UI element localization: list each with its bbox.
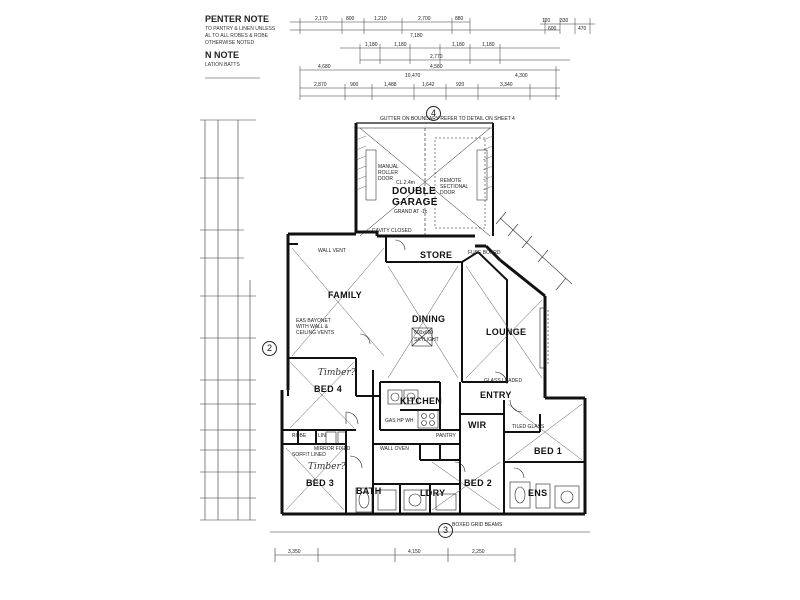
remote-sectional-door: REMOTE SECTIONAL DOOR [440,178,469,196]
carpenter-note-line1: TO PANTRY & LINEN UNLESS [205,26,276,32]
dim-top-r2-4: 1,180 [482,42,495,48]
grid-marker-bottom: 3 [438,523,453,538]
handwritten-note-bed3: Timber? [308,462,346,472]
room-garage: GARAGE [392,197,438,208]
dim-right-4: 470 [578,26,587,32]
dim-bottom-3: 2,250 [472,549,485,555]
dim-right-1: 120 [542,18,551,24]
dim-top-r3-mid: 2,770 [430,54,443,60]
wall-vent: WALL VENT [318,248,346,254]
fixtures [325,307,580,513]
room-ldry: LDRY [420,488,446,498]
dim-top-total-3: 4,300 [515,73,528,79]
fuse-board: FUSE BOARD [468,250,501,256]
dim-top-r3-right: 4,580 [430,64,443,70]
manual-roller-door: MANUAL ROLLER DOOR [378,164,399,182]
tiled-glass: TILED GLASS [512,424,545,430]
dim-top-r3-left: 4,680 [318,64,331,70]
dim-top-3: 1,210 [374,16,387,22]
dim-top-total-2: 10,470 [405,73,421,79]
dim-top-r2-1: 1,180 [365,42,378,48]
room-bed3: BED 3 [306,478,335,488]
room-bed4: BED 4 [314,384,343,394]
garage-ceiling: CL.2.4m [396,180,415,186]
room-family: FAMILY [328,290,362,300]
dim-top-r4-6: 3,340 [500,82,513,88]
room-store: STORE [420,250,453,260]
linen: LIN [318,433,326,439]
dim-bottom-2: 4,150 [408,549,421,555]
glass-leaded: GLASS LEADED [484,378,523,384]
handwritten-note-bed4: Timber? [318,368,356,378]
gutter-note: GUTTER ON BOUNDARY REFER TO DETAIL ON SH… [380,116,515,122]
dim-bottom-1: 3,350 [288,549,301,555]
ceiling-diagonals [285,247,583,511]
angled-dimension [495,211,573,291]
dim-top-r2-3: 1,180 [452,42,465,48]
bayonet-note: EAS BAYONET WITH WALL & CEILING VENTS [296,318,335,336]
house-outer-walls [280,232,587,516]
room-kitchen: KITCHEN [400,396,443,406]
garage-walls [354,122,494,237]
garage-grand: GRAND AT -1c [394,209,428,215]
room-wir: WIR [468,420,487,430]
carpenter-note-title: PENTER NOTE [205,14,270,24]
gas-hp-wh: GAS HP WH [385,418,414,424]
wall-oven: WALL OVEN [380,446,409,452]
door-swings [345,239,525,479]
dim-top-r2-2: 1,180 [394,42,407,48]
soffit-lined: SOFFIT LINED [292,452,326,458]
dim-top-r4-1: 2,870 [314,82,327,88]
room-dining: DINING [412,314,446,324]
room-lounge: LOUNGE [486,327,527,337]
skylight: SKYLIGHT [414,337,439,343]
room-bath: BATH [356,486,382,496]
pantry: PANTRY [436,433,456,439]
room-bed1: BED 1 [534,446,563,456]
insulation-note-line: LATION BATTS [205,62,240,68]
dim-top-r4-5: 920 [456,82,465,88]
mirror-fixed: MIRROR FIXED [314,446,351,452]
top-dimension-lines [290,18,595,100]
dim-top-5: 880 [455,16,464,22]
bottom-dimension-lines [270,531,590,562]
dim-top-4: 2,700 [418,16,431,22]
cavity-closed: CAVITY CLOSED [372,228,412,234]
carpenter-note-line3: OTHERWISE NOTED [205,40,255,46]
boxed-gutter: BOXED GRID BEAMS [452,522,503,528]
grid-marker-top: 4 [426,106,441,121]
room-ens: ENS [528,488,548,498]
carpenter-note-line2: AL TO ALL ROBES & ROBE [205,33,269,39]
robe-bed4: ROBE [292,433,307,439]
dim-top-r4-2: 900 [350,82,359,88]
interior-walls [282,234,585,514]
dim-top-1: 2,170 [315,16,328,22]
dim-right-2: 330 [560,18,569,24]
room-bed2: BED 2 [464,478,493,488]
dim-top-total-1: 7,180 [410,33,423,39]
grid-marker-left: 2 [262,341,277,356]
dim-top-r4-3: 1,488 [384,82,397,88]
insulation-note-title: N NOTE [205,50,240,60]
dim-right-3: 600 [548,26,557,32]
room-double-garage: DOUBLE [392,186,437,197]
dim-top-r4-4: 1,642 [422,82,435,88]
dim-top-2: 800 [346,16,355,22]
wall-hatching [355,135,494,191]
left-dimension-lines [200,119,256,521]
room-entry: ENTRY [480,390,512,400]
skylight-size: 600x600 [414,330,434,336]
